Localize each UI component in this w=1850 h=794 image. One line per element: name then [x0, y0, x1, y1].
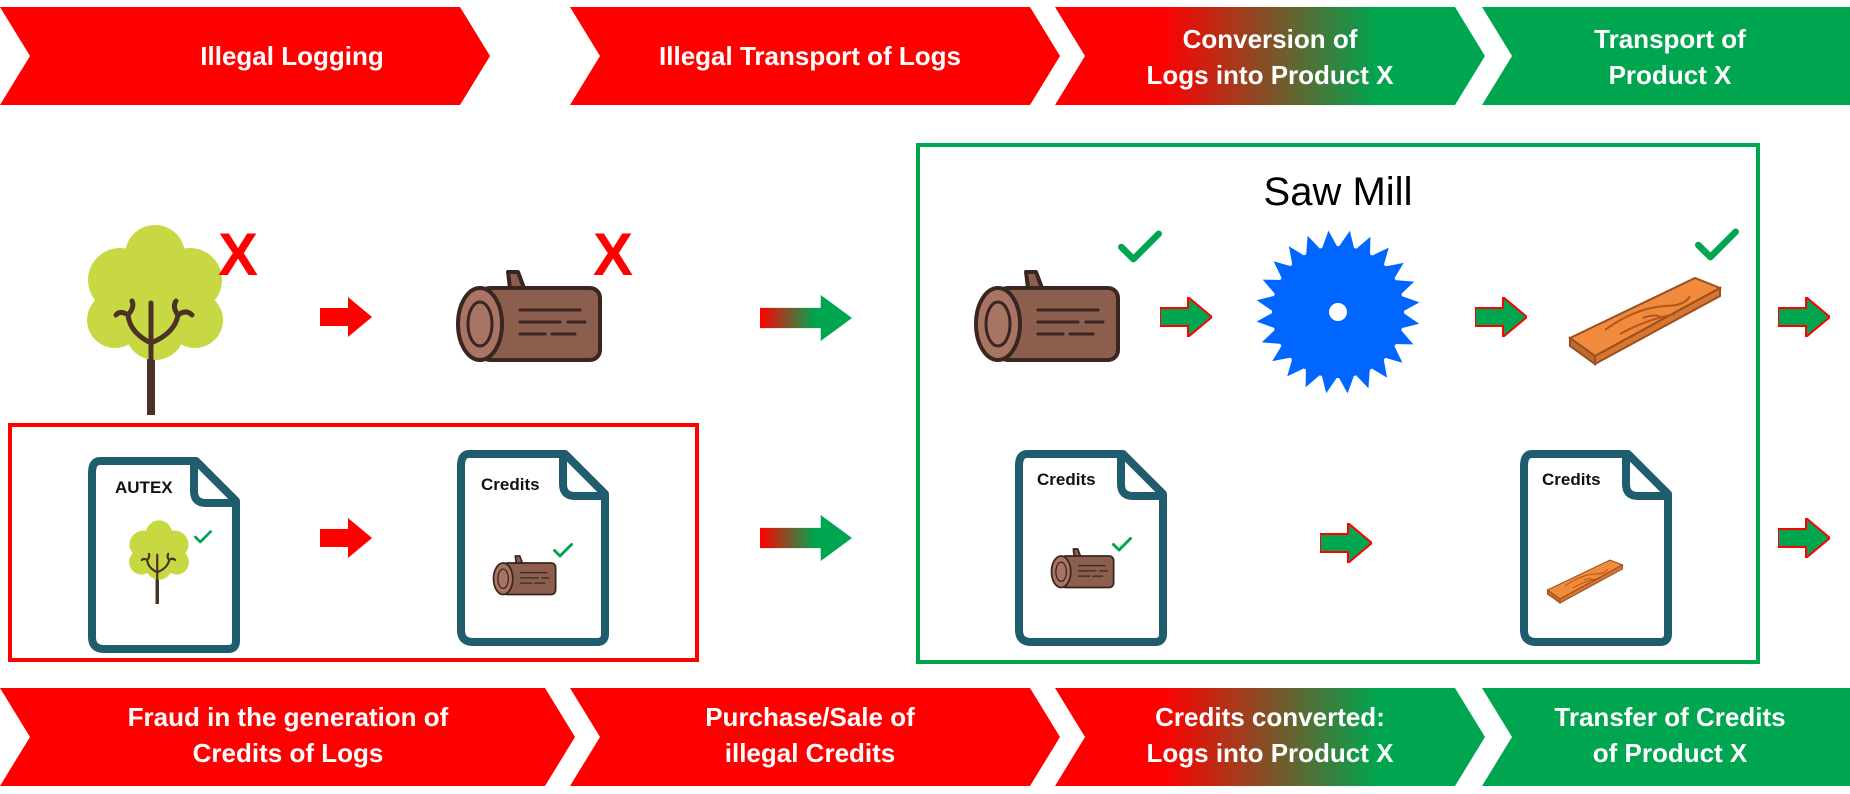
arrow-right-icon — [1320, 523, 1372, 563]
bottom-step-4-label-line2: of Product X — [1593, 738, 1748, 768]
plank-icon — [1569, 277, 1721, 365]
top-step-4-label-line2: Product X — [1609, 60, 1732, 90]
log-icon — [456, 270, 602, 362]
arrow-right-icon — [1778, 518, 1830, 558]
bottom-step-2-label-line1: Purchase/Sale of — [705, 702, 915, 732]
credits-document-label-1: Credits — [481, 475, 540, 494]
bottom-step-3-label-line2: Logs into Product X — [1147, 738, 1395, 768]
top-step-2-label: Illegal Transport of Logs — [659, 41, 961, 71]
bottom-step-1-label-line2: Credits of Logs — [193, 738, 384, 768]
sawmill-box — [916, 143, 1760, 664]
autex-document-label: AUTEX — [115, 478, 173, 497]
transition-arrow-icon — [760, 295, 852, 341]
bottom-step-2-label-line2: illegal Credits — [725, 738, 896, 768]
credits-document-label-3: Credits — [1542, 470, 1601, 489]
top-step-1: Illegal Logging — [0, 7, 490, 105]
arrow-right-icon — [320, 518, 372, 558]
bottom-step-2: Purchase/Sale of illegal Credits — [570, 688, 1060, 786]
arrow-right-icon — [320, 297, 372, 337]
top-step-2: Illegal Transport of Logs — [570, 7, 1060, 105]
tree-icon — [87, 225, 223, 415]
log-icon — [974, 270, 1120, 362]
bottom-step-4-label-line1: Transfer of Credits — [1554, 702, 1785, 732]
check-icon — [1121, 234, 1158, 259]
top-step-1-label: Illegal Logging — [200, 41, 383, 71]
arrow-right-icon — [1778, 297, 1830, 337]
top-step-3-label-line2: Logs into Product X — [1147, 60, 1395, 90]
bottom-step-3: Credits converted: Logs into Product X — [1055, 688, 1485, 786]
fraud-box — [8, 423, 699, 662]
credits-document-label-2: Credits — [1037, 470, 1096, 489]
top-step-4: Transport of Product X — [1482, 7, 1850, 105]
transition-arrow-icon — [760, 515, 852, 561]
sawmill-title: Saw Mill — [1264, 170, 1413, 214]
top-step-3-label-line1: Conversion of — [1183, 24, 1358, 54]
saw-blade-icon — [1256, 230, 1420, 394]
top-step-4-label-line1: Transport of — [1594, 24, 1746, 54]
invalid-x-mark-log: X — [593, 221, 633, 288]
arrow-right-icon — [1160, 297, 1212, 337]
top-step-3: Conversion of Logs into Product X — [1055, 7, 1485, 105]
bottom-step-3-label-line1: Credits converted: — [1155, 702, 1385, 732]
arrow-right-icon — [1475, 297, 1527, 337]
bottom-step-4: Transfer of Credits of Product X — [1482, 688, 1850, 786]
invalid-x-mark-tree: X — [218, 221, 258, 288]
bottom-step-1-label-line1: Fraud in the generation of — [128, 702, 449, 732]
check-icon — [1698, 232, 1735, 257]
bottom-step-1: Fraud in the generation of Credits of Lo… — [0, 688, 575, 786]
